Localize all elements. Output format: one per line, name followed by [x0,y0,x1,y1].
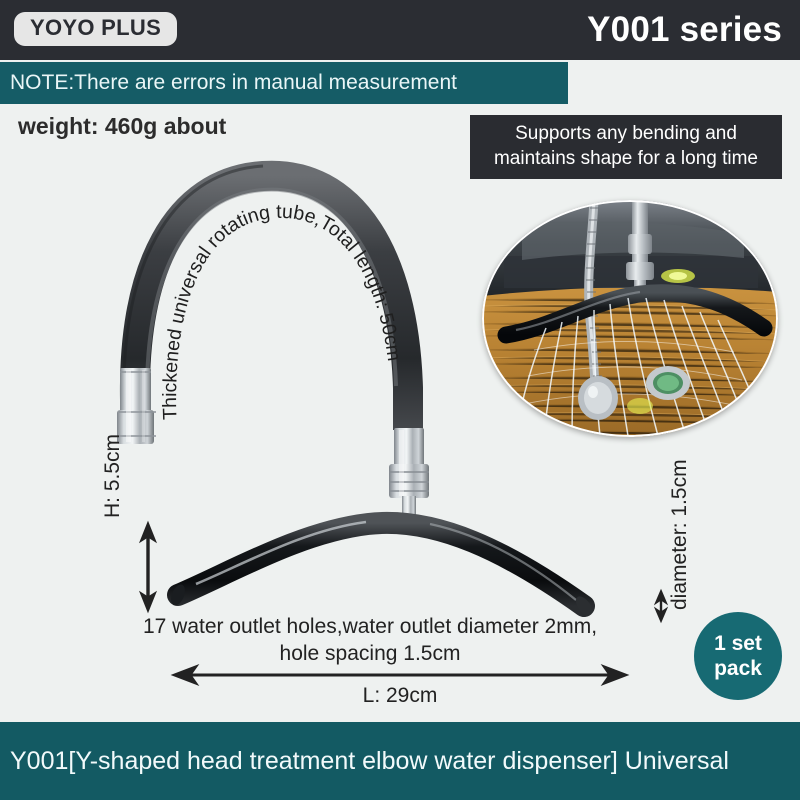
brand-badge: YOYO PLUS [14,12,178,46]
series-title: Y001 series [587,10,782,49]
measurement-note-ribbon: NOTE:There are errors in manual measurem… [0,62,568,104]
length-dimension-label: L: 29cm [362,684,438,707]
height-dimension-label: H: 5.5cm [101,433,124,518]
top-header-bar: YOYO PLUS Y001 series [0,0,800,60]
pack-badge-line-1: 1 set [714,632,762,655]
pack-badge-line-2: pack [714,657,762,680]
product-in-use-photo [482,200,778,437]
arc-caption-text: Thickened universal rotating tube,Total … [159,201,405,420]
spec-line-2: hole spacing 1.5cm [279,642,461,665]
callout-line-1: Supports any bending and [515,123,737,144]
spec-line-1: 17 water outlet holes,water outlet diame… [142,615,598,638]
callout-line-2: maintains shape for a long time [493,148,759,169]
outlet-holes-spec: 17 water outlet holes,water outlet diame… [60,613,680,667]
weight-label: weight: 460g about [18,113,227,139]
diameter-dimension-label: diameter: 1.5cm [668,459,691,610]
product-name-banner: Y001[Y-shaped head treatment elbow water… [0,722,800,800]
pack-quantity-badge: 1 set pack [694,612,782,700]
bending-callout-box: Supports any bending and maintains shape… [470,115,782,179]
